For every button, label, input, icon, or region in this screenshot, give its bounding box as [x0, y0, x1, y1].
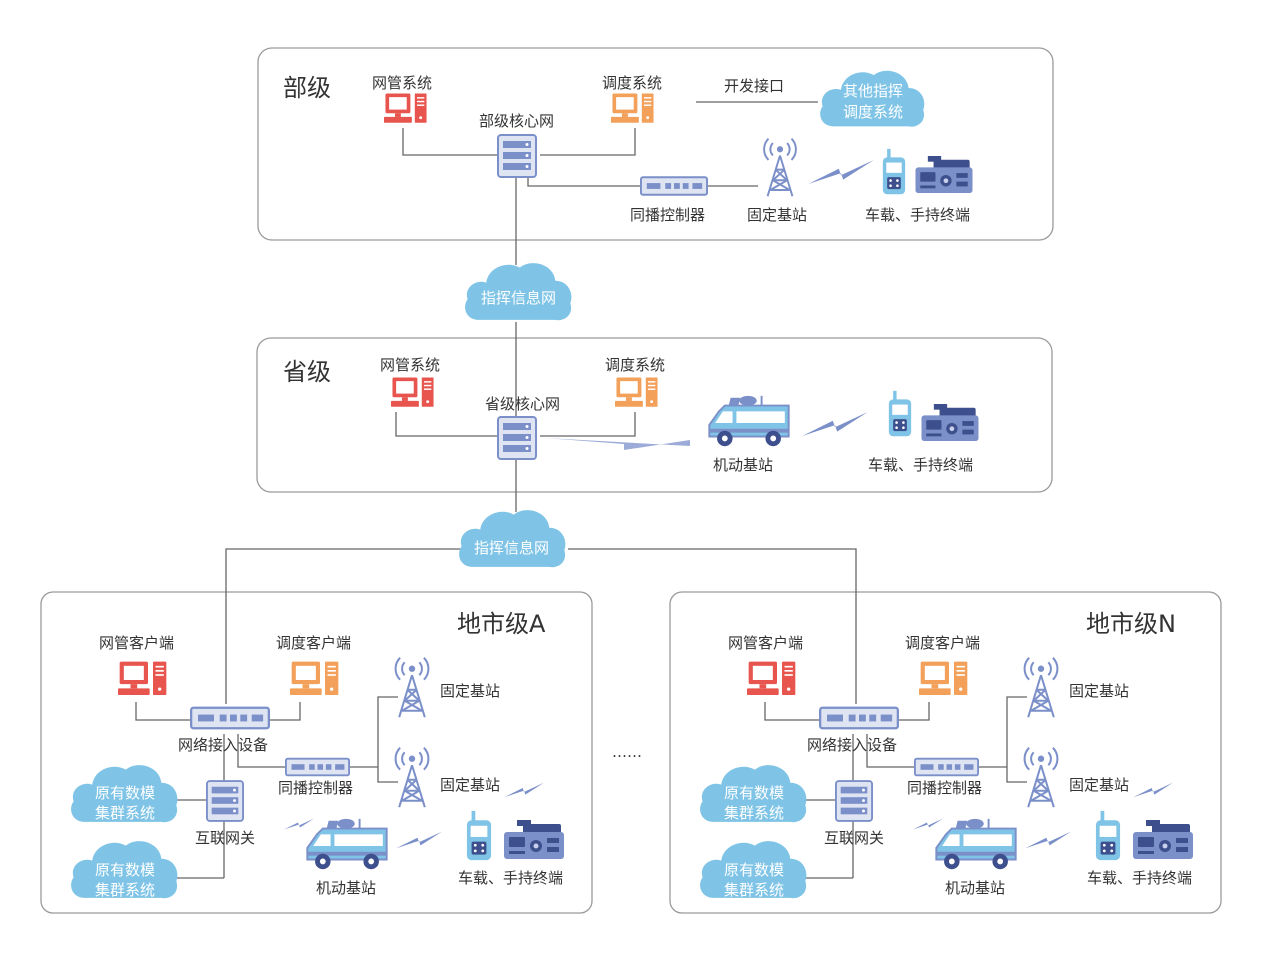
city-a-base1-label: 固定基站	[440, 682, 500, 700]
ellipsis: ……	[612, 743, 642, 761]
province-panel	[256, 337, 1053, 493]
other-dispatch-label-line2: 调度系统	[843, 103, 903, 121]
ministry-panel-title: 部级	[283, 74, 331, 102]
city-n-base2-label: 固定基站	[1069, 776, 1129, 794]
city-n-base1-label: 固定基站	[1069, 682, 1129, 700]
city-a-panel	[40, 591, 593, 914]
ministry-core-label: 部级核心网	[479, 112, 554, 130]
city-a-access-label: 网络接入设备	[178, 736, 268, 754]
city-a-base2-label: 固定基站	[440, 776, 500, 794]
city-a-legacy2-line1: 原有数模	[95, 861, 155, 879]
province-dispatch-label: 调度系统	[605, 356, 665, 374]
city-a-nms-pc-icon	[118, 661, 167, 695]
command-net-1-label: 指挥信息网	[481, 289, 556, 307]
province-dispatch-pc-icon	[615, 377, 658, 407]
city-n-simulcast-label: 同播控制器	[907, 779, 982, 797]
city-n-terminals-label: 车载、手持终端	[1087, 869, 1192, 887]
ministry-terminals-label: 车载、手持终端	[865, 206, 970, 224]
city-a-nms-client-label: 网管客户端	[99, 634, 174, 652]
province-panel-title: 省级	[283, 358, 331, 386]
city-n-legacy1-line1: 原有数模	[724, 784, 784, 802]
city-a-simulcast-label: 同播控制器	[278, 779, 353, 797]
ministry-nms-pc-icon	[384, 93, 427, 123]
ministry-nms-label: 网管系统	[372, 74, 432, 92]
city-a-legacy1-line2: 集群系统	[95, 804, 155, 822]
other-dispatch-label-line1: 其他指挥	[843, 82, 903, 100]
city-a-terminals-label: 车载、手持终端	[458, 869, 563, 887]
city-a-mobile-base-label: 机动基站	[316, 879, 376, 897]
ministry-dispatch-pc-icon	[611, 93, 654, 123]
city-a-gateway-server-icon	[206, 780, 244, 822]
city-n-panel	[669, 591, 1222, 914]
city-a-dispatch-client-label: 调度客户端	[276, 634, 351, 652]
province-nms-label: 网管系统	[380, 356, 440, 374]
city-a-legacy1-line1: 原有数模	[95, 784, 155, 802]
city-n-mobile-base-label: 机动基站	[945, 879, 1005, 897]
city-n-gateway-server-icon	[835, 780, 873, 822]
connection-lines	[135, 128, 1027, 879]
city-a-access-device-icon	[190, 706, 270, 730]
ministry-simulcast-label: 同播控制器	[630, 206, 705, 224]
city-n-dispatch-pc-icon	[919, 661, 968, 695]
province-core-server-icon	[497, 416, 537, 460]
city-a-gateway-label: 互联网关	[195, 829, 255, 847]
ministry-base-label: 固定基站	[747, 206, 807, 224]
city-n-legacy2-line1: 原有数模	[724, 861, 784, 879]
ministry-simulcast-rack-icon	[640, 176, 708, 196]
city-n-dispatch-client-label: 调度客户端	[905, 634, 980, 652]
city-n-simulcast-rack-icon	[914, 757, 979, 777]
city-n-legacy1-line2: 集群系统	[724, 804, 784, 822]
city-n-nms-client-label: 网管客户端	[728, 634, 803, 652]
city-a-simulcast-rack-icon	[285, 757, 350, 777]
province-mobile-base-label: 机动基站	[713, 456, 773, 474]
city-n-access-label: 网络接入设备	[807, 736, 897, 754]
city-a-legacy2-line2: 集群系统	[95, 881, 155, 899]
city-n-access-device-icon	[819, 706, 899, 730]
city-n-gateway-label: 互联网关	[824, 829, 884, 847]
city-n-legacy2-line2: 集群系统	[724, 881, 784, 899]
province-nms-pc-icon	[391, 377, 434, 407]
city-a-dispatch-pc-icon	[290, 661, 339, 695]
command-net-2-label: 指挥信息网	[474, 539, 549, 557]
city-n-panel-title: 地市级N	[1086, 610, 1176, 638]
open-api-label: 开发接口	[724, 77, 784, 95]
city-a-panel-title: 地市级A	[457, 610, 546, 638]
province-terminals-label: 车载、手持终端	[868, 456, 973, 474]
ministry-dispatch-label: 调度系统	[602, 74, 662, 92]
province-core-label: 省级核心网	[485, 395, 560, 413]
ministry-core-server-icon	[497, 134, 537, 178]
city-n-nms-pc-icon	[747, 661, 796, 695]
